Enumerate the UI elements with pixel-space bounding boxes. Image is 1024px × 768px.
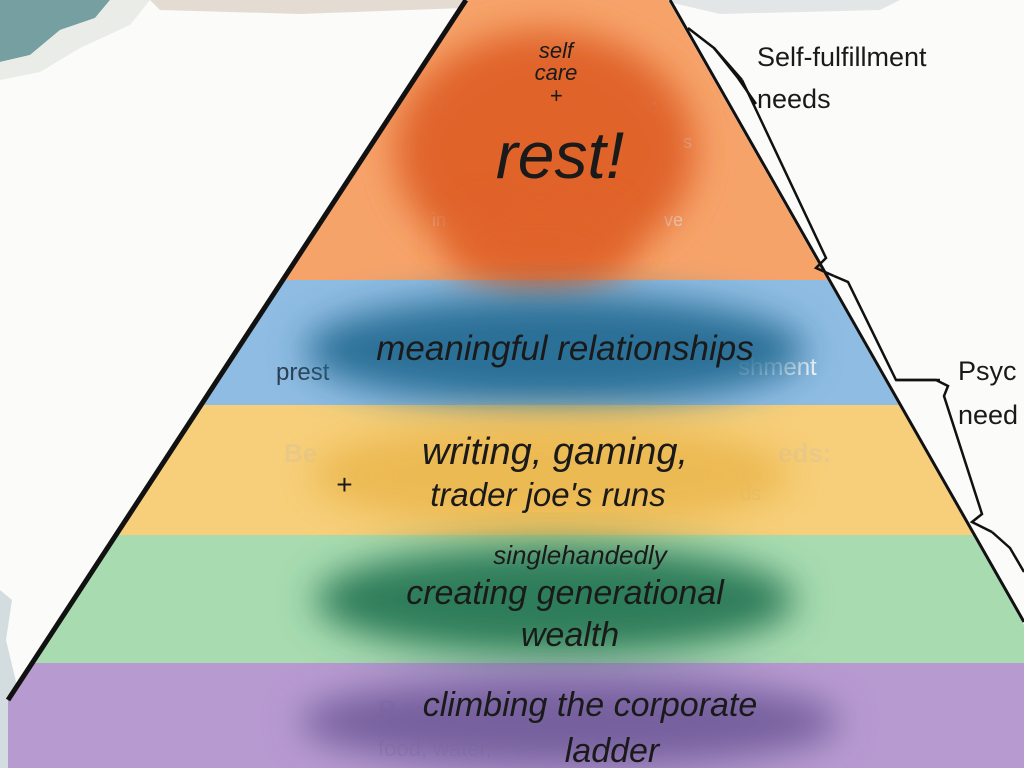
svg-text:needs: needs [757,84,831,114]
printed-fragment-eds: eds: [778,438,831,468]
hand-rest: rest! [496,118,624,192]
label-psychological: Psyc need [958,356,1018,430]
label-self-fulfillment: Self-fulfillment needs [757,42,927,114]
hand-climbing-corporate: climbing the corporate [423,686,758,724]
hand-creating-generational: creating generational [406,574,725,612]
blob-yellow [310,420,790,530]
torn-paper-bottom [0,590,18,768]
bracket-self-fulfillment [687,27,835,278]
pyramid-left-edge [5,0,469,702]
hand-self: self [539,38,576,63]
hand-care: care [535,60,578,85]
hand-singlehandedly: singlehandedly [493,540,668,570]
bracket-lower [991,531,1024,573]
blob-top [395,30,695,270]
pyramid-right-edge [668,0,1024,623]
hand-ladder: ladder [565,732,661,768]
blob-green [315,545,795,655]
hand-wealth: wealth [521,616,619,654]
bracket-psychological [833,274,993,534]
torn-paper-corner [0,0,900,80]
hand-plus-yellow: + [336,469,352,500]
hand-writing-gaming: writing, gaming, [422,431,688,473]
svg-text:Self-fulfillment: Self-fulfillment [757,42,927,72]
printed-fragment-be: Be [284,438,317,468]
hand-meaningful-relationships: meaningful relationships [376,329,753,368]
blob-blue [305,295,805,405]
hand-trader-joes: trader joe's runs [430,476,666,513]
hand-plus-top: + [550,83,563,108]
svg-text:Psyc: Psyc [958,356,1017,386]
blob-purple [300,677,840,767]
svg-text:need: need [958,400,1018,430]
